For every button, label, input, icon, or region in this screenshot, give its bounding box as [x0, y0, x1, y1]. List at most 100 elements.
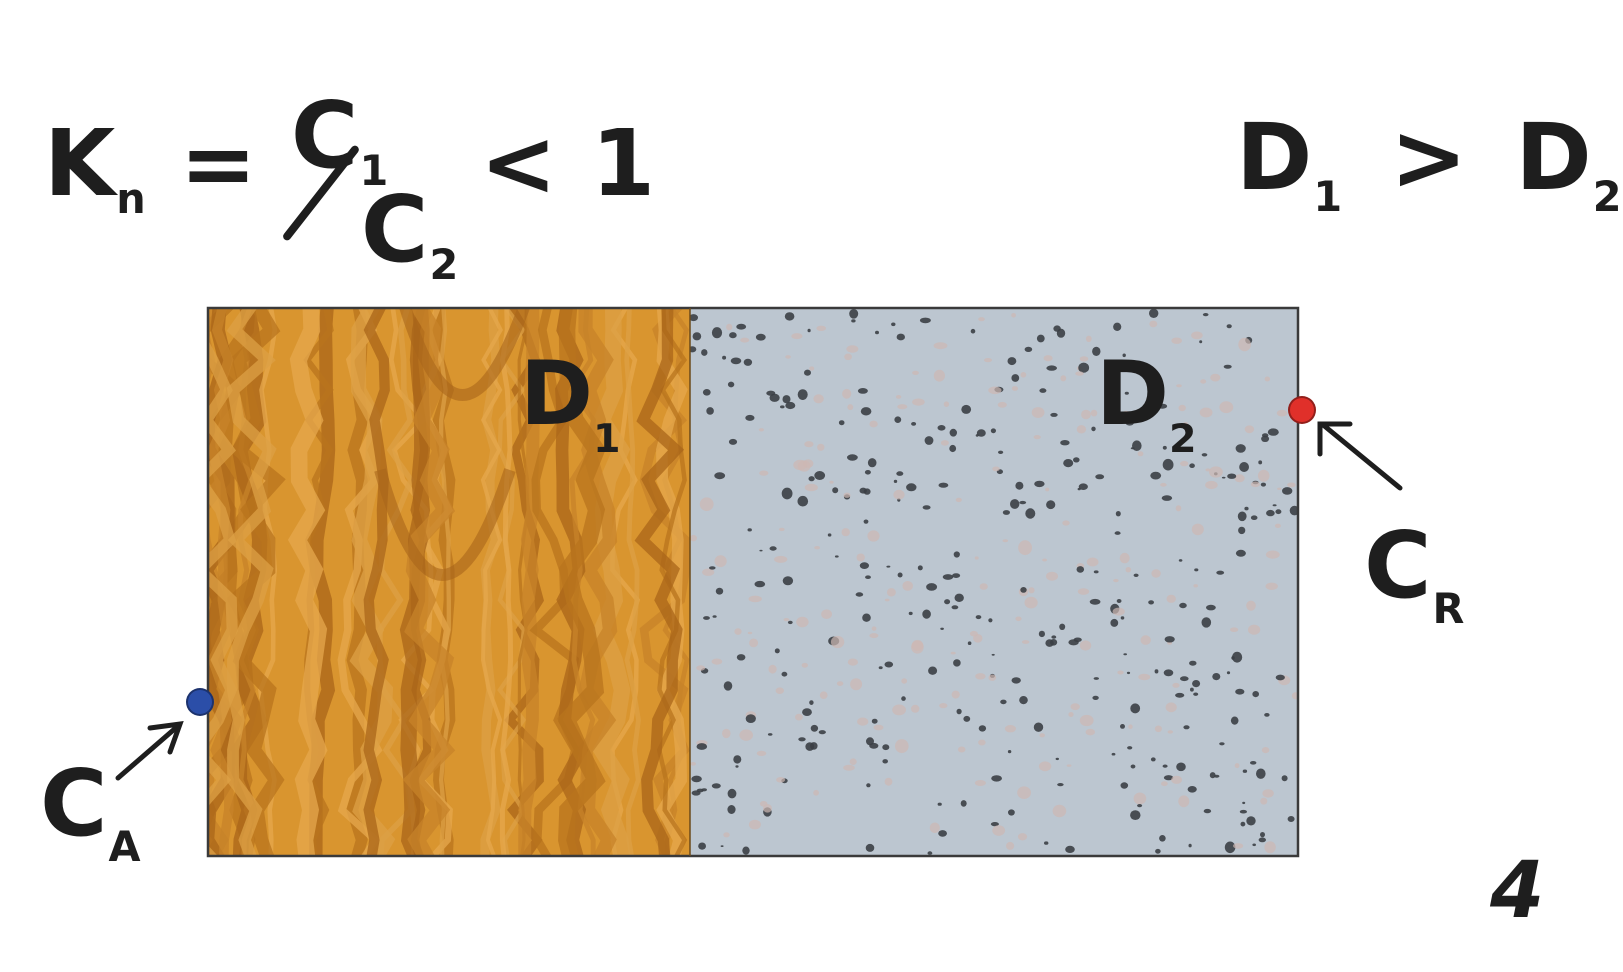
concrete-speckle: [1246, 600, 1256, 611]
concrete-speckle: [733, 755, 742, 764]
concrete-speckle: [896, 333, 905, 341]
concrete-speckle: [992, 825, 1006, 836]
concrete-speckle: [878, 666, 883, 670]
concrete-speckle: [1201, 617, 1212, 628]
concrete-speckle: [867, 530, 880, 542]
concrete-speckle: [859, 487, 867, 494]
concrete-speckle: [1092, 346, 1101, 356]
concrete-speckle: [1017, 833, 1028, 841]
concrete-speckle: [1176, 762, 1186, 772]
concrete-speckle: [882, 744, 890, 751]
concrete-speckle: [1076, 566, 1085, 573]
density-left: D: [1236, 104, 1314, 211]
concrete-speckle: [1199, 407, 1213, 418]
density-inequality: D1 > D2: [1236, 112, 1623, 218]
concrete-speckle: [1039, 733, 1045, 738]
concrete-speckle: [827, 533, 832, 537]
concrete-speckle: [1176, 384, 1182, 388]
wood-grain-strand: [624, 308, 641, 856]
concrete-speckle: [769, 393, 780, 402]
concrete-speckle: [960, 800, 967, 807]
concrete-speckle: [863, 519, 869, 524]
concrete-speckle: [1281, 775, 1288, 782]
concrete-speckle: [1070, 703, 1080, 711]
concrete-speckle: [814, 546, 820, 550]
formula-denominator: C2: [360, 176, 460, 289]
concrete-speckle: [862, 613, 871, 622]
concrete-speckle: [1111, 752, 1116, 756]
wood-knot: [374, 468, 516, 581]
concrete-speckle: [940, 440, 949, 446]
concrete-speckle: [1203, 808, 1212, 814]
concrete-speckle: [797, 389, 808, 400]
concrete-speckle: [891, 322, 896, 327]
concrete-speckle: [1226, 671, 1231, 675]
concrete-speckle: [1244, 506, 1249, 511]
concrete-speckle: [742, 846, 750, 855]
concrete-speckle: [703, 616, 710, 620]
concrete-speckle: [924, 436, 934, 445]
formula-lhs: K: [44, 110, 117, 217]
concrete-speckle: [1115, 511, 1121, 517]
concrete-speckle: [902, 581, 913, 591]
concrete-speckle: [1178, 795, 1190, 808]
concrete-speckle: [832, 487, 839, 494]
concrete-speckle: [1188, 843, 1192, 848]
concrete-speckle: [933, 369, 946, 382]
concrete-speckle: [1193, 584, 1198, 588]
concrete-speckle: [1011, 677, 1021, 684]
concrete-speckle: [865, 575, 871, 579]
concrete-speckle: [1190, 687, 1194, 692]
concrete-speckle: [1202, 313, 1209, 317]
concrete-speckle: [1171, 337, 1182, 344]
concrete-speckle: [1163, 669, 1174, 677]
concrete-speckle: [1093, 677, 1100, 680]
concrete-speckle: [819, 691, 828, 699]
concrete-speckle: [1166, 594, 1176, 603]
concrete-speckle: [1224, 841, 1236, 854]
concrete-speckle: [690, 346, 697, 353]
wood-grain-strand: [226, 308, 277, 856]
concrete-speckle: [886, 565, 891, 568]
concrete-speckle: [745, 714, 756, 723]
formula-equals: =: [179, 110, 258, 217]
concrete-speckle: [974, 556, 979, 560]
concrete-speckle: [804, 483, 818, 492]
concrete-speckle: [756, 750, 767, 757]
concrete-speckle: [729, 332, 737, 339]
concrete-speckle: [955, 497, 962, 503]
concrete-speckle: [892, 704, 906, 716]
concrete-speckle: [1231, 656, 1235, 660]
concrete-speckle: [1127, 746, 1133, 750]
concrete-speckle: [1264, 713, 1270, 717]
concrete-speckle: [1106, 402, 1115, 411]
concrete-speckle: [755, 333, 766, 341]
concrete-speckle: [769, 546, 777, 551]
concrete-speckle: [867, 458, 877, 468]
concrete-speckle: [851, 319, 856, 323]
concrete-speckle: [1113, 578, 1119, 583]
concrete-speckle: [1093, 570, 1099, 574]
concrete-speckle: [942, 574, 954, 580]
concrete-speckle: [711, 327, 723, 339]
concrete-speckle: [869, 420, 878, 428]
concrete-speckle: [1178, 404, 1186, 412]
wood-grain-strand: [634, 308, 685, 856]
concrete-speckle: [1148, 600, 1154, 605]
concrete-speckle: [1137, 451, 1144, 457]
concrete-speckle: [1212, 673, 1221, 681]
concrete-speckle: [912, 398, 925, 406]
concrete-speckle: [759, 801, 768, 807]
concrete-speckle: [1155, 848, 1161, 854]
concrete-speckle: [1008, 809, 1015, 816]
concrete-speckle: [1265, 582, 1278, 590]
concrete-speckle: [747, 631, 753, 635]
concrete-speckle: [1199, 340, 1203, 344]
concrete-speckle: [743, 358, 753, 366]
concrete-speckle: [1126, 671, 1131, 675]
concrete-speckle: [727, 788, 737, 799]
concrete-speckle: [804, 369, 811, 376]
concrete-speckle: [1006, 841, 1015, 850]
concrete-speckle: [1165, 702, 1177, 713]
concrete-speckle: [886, 588, 896, 597]
